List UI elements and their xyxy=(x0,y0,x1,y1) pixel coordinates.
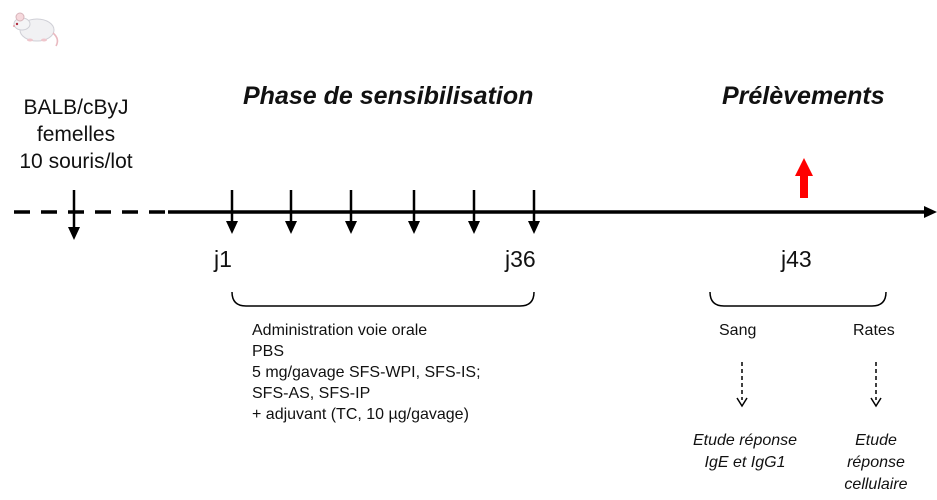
administration-line: 5 mg/gavage SFS-WPI, SFS-IS; xyxy=(252,364,481,381)
administration-block: Administration voie orale PBS 5 mg/gavag… xyxy=(252,320,481,425)
down-arrow-icon xyxy=(736,362,748,408)
administration-line: SFS-AS, SFS-IP xyxy=(252,385,371,402)
down-arrow-icon xyxy=(528,190,540,234)
administration-line: Administration voie orale xyxy=(252,322,428,339)
sensitization-phase-title: Phase de sensibilisation xyxy=(243,82,534,110)
day-label-end: j36 xyxy=(505,246,536,272)
administration-line: + adjuvant (TC, 10 µg/gavage) xyxy=(252,406,469,423)
strain-line: femelles xyxy=(36,123,116,146)
strain-label: BALB/cByJ femelles 10 souris/lot xyxy=(6,94,146,175)
sampling-phase-title: Prélèvements xyxy=(722,82,885,110)
down-arrow-icon xyxy=(870,362,882,408)
spleen-label: Rates xyxy=(853,322,895,339)
down-arrow-icon xyxy=(345,190,357,234)
blood-result-line: IgE et IgG1 xyxy=(704,454,786,471)
spleen-result: Etude réponse cellulaire xyxy=(826,430,926,496)
down-arrow-icon xyxy=(285,190,297,234)
gavage-arrows xyxy=(226,190,540,234)
strain-line: 10 souris/lot xyxy=(19,150,133,173)
down-arrow-icon xyxy=(226,190,238,234)
day-label-start: j1 xyxy=(214,246,232,272)
up-arrow-icon xyxy=(795,158,813,198)
spleen-result-line: Etude xyxy=(855,432,897,449)
administration-line: PBS xyxy=(252,343,285,360)
strain-line: BALB/cByJ xyxy=(23,96,129,119)
blood-label: Sang xyxy=(719,322,757,339)
day-label-sampling: j43 xyxy=(781,246,812,272)
spleen-result-line: réponse xyxy=(847,454,905,471)
mouse-icon xyxy=(13,12,59,47)
blood-result: Etude réponse IgE et IgG1 xyxy=(672,430,818,474)
blood-result-line: Etude réponse xyxy=(692,432,798,449)
down-arrow-icon xyxy=(468,190,480,234)
sampling-bracket xyxy=(709,291,887,307)
timeline-arrowhead xyxy=(924,206,937,218)
sensitization-bracket xyxy=(231,291,535,307)
spleen-result-line: cellulaire xyxy=(844,476,908,493)
down-arrow-icon xyxy=(68,190,80,240)
down-arrow-icon xyxy=(408,190,420,234)
